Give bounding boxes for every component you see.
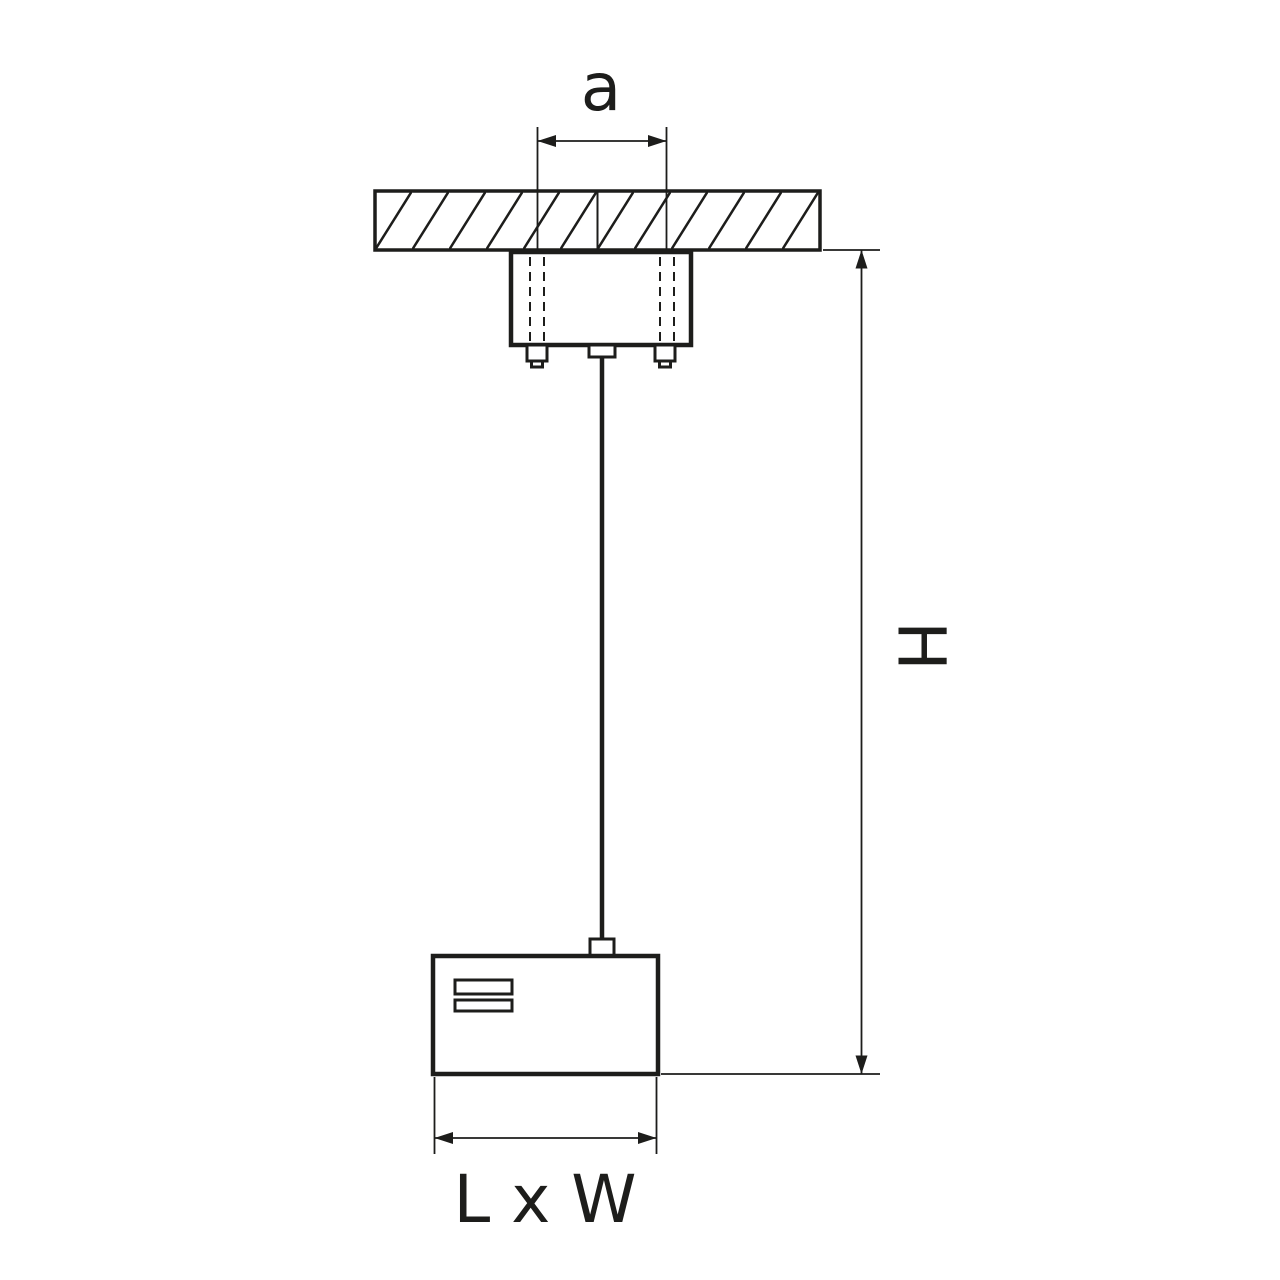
dim-a-label: a [581,49,621,126]
dimension-lxw: L x W [433,1077,658,1238]
dim-lxw-label: L x W [453,1161,636,1238]
canopy-body [508,249,694,348]
dim-h-arrow-bottom [855,1055,868,1074]
fixture-body [430,953,661,1077]
canopy-foot-left [525,343,549,369]
dimension-a: a [536,49,668,256]
dim-a-arrow-left [537,135,556,147]
dim-a-arrow-right [648,135,667,147]
fixture-vent-slots [453,978,514,1013]
stem-connector-top [587,343,617,359]
canopy-foot-right [653,343,677,369]
ceiling-slab [373,189,822,252]
stem-connector-bottom [588,937,616,958]
mounting-canopy [508,249,694,369]
dim-h-arrow-top [855,250,868,269]
dim-lxw-arrow-left [434,1132,453,1144]
dim-lxw-arrow-right [638,1132,657,1144]
dimension-h: H [661,249,960,1075]
dim-h-label: H [883,621,960,671]
fixture [430,937,661,1077]
